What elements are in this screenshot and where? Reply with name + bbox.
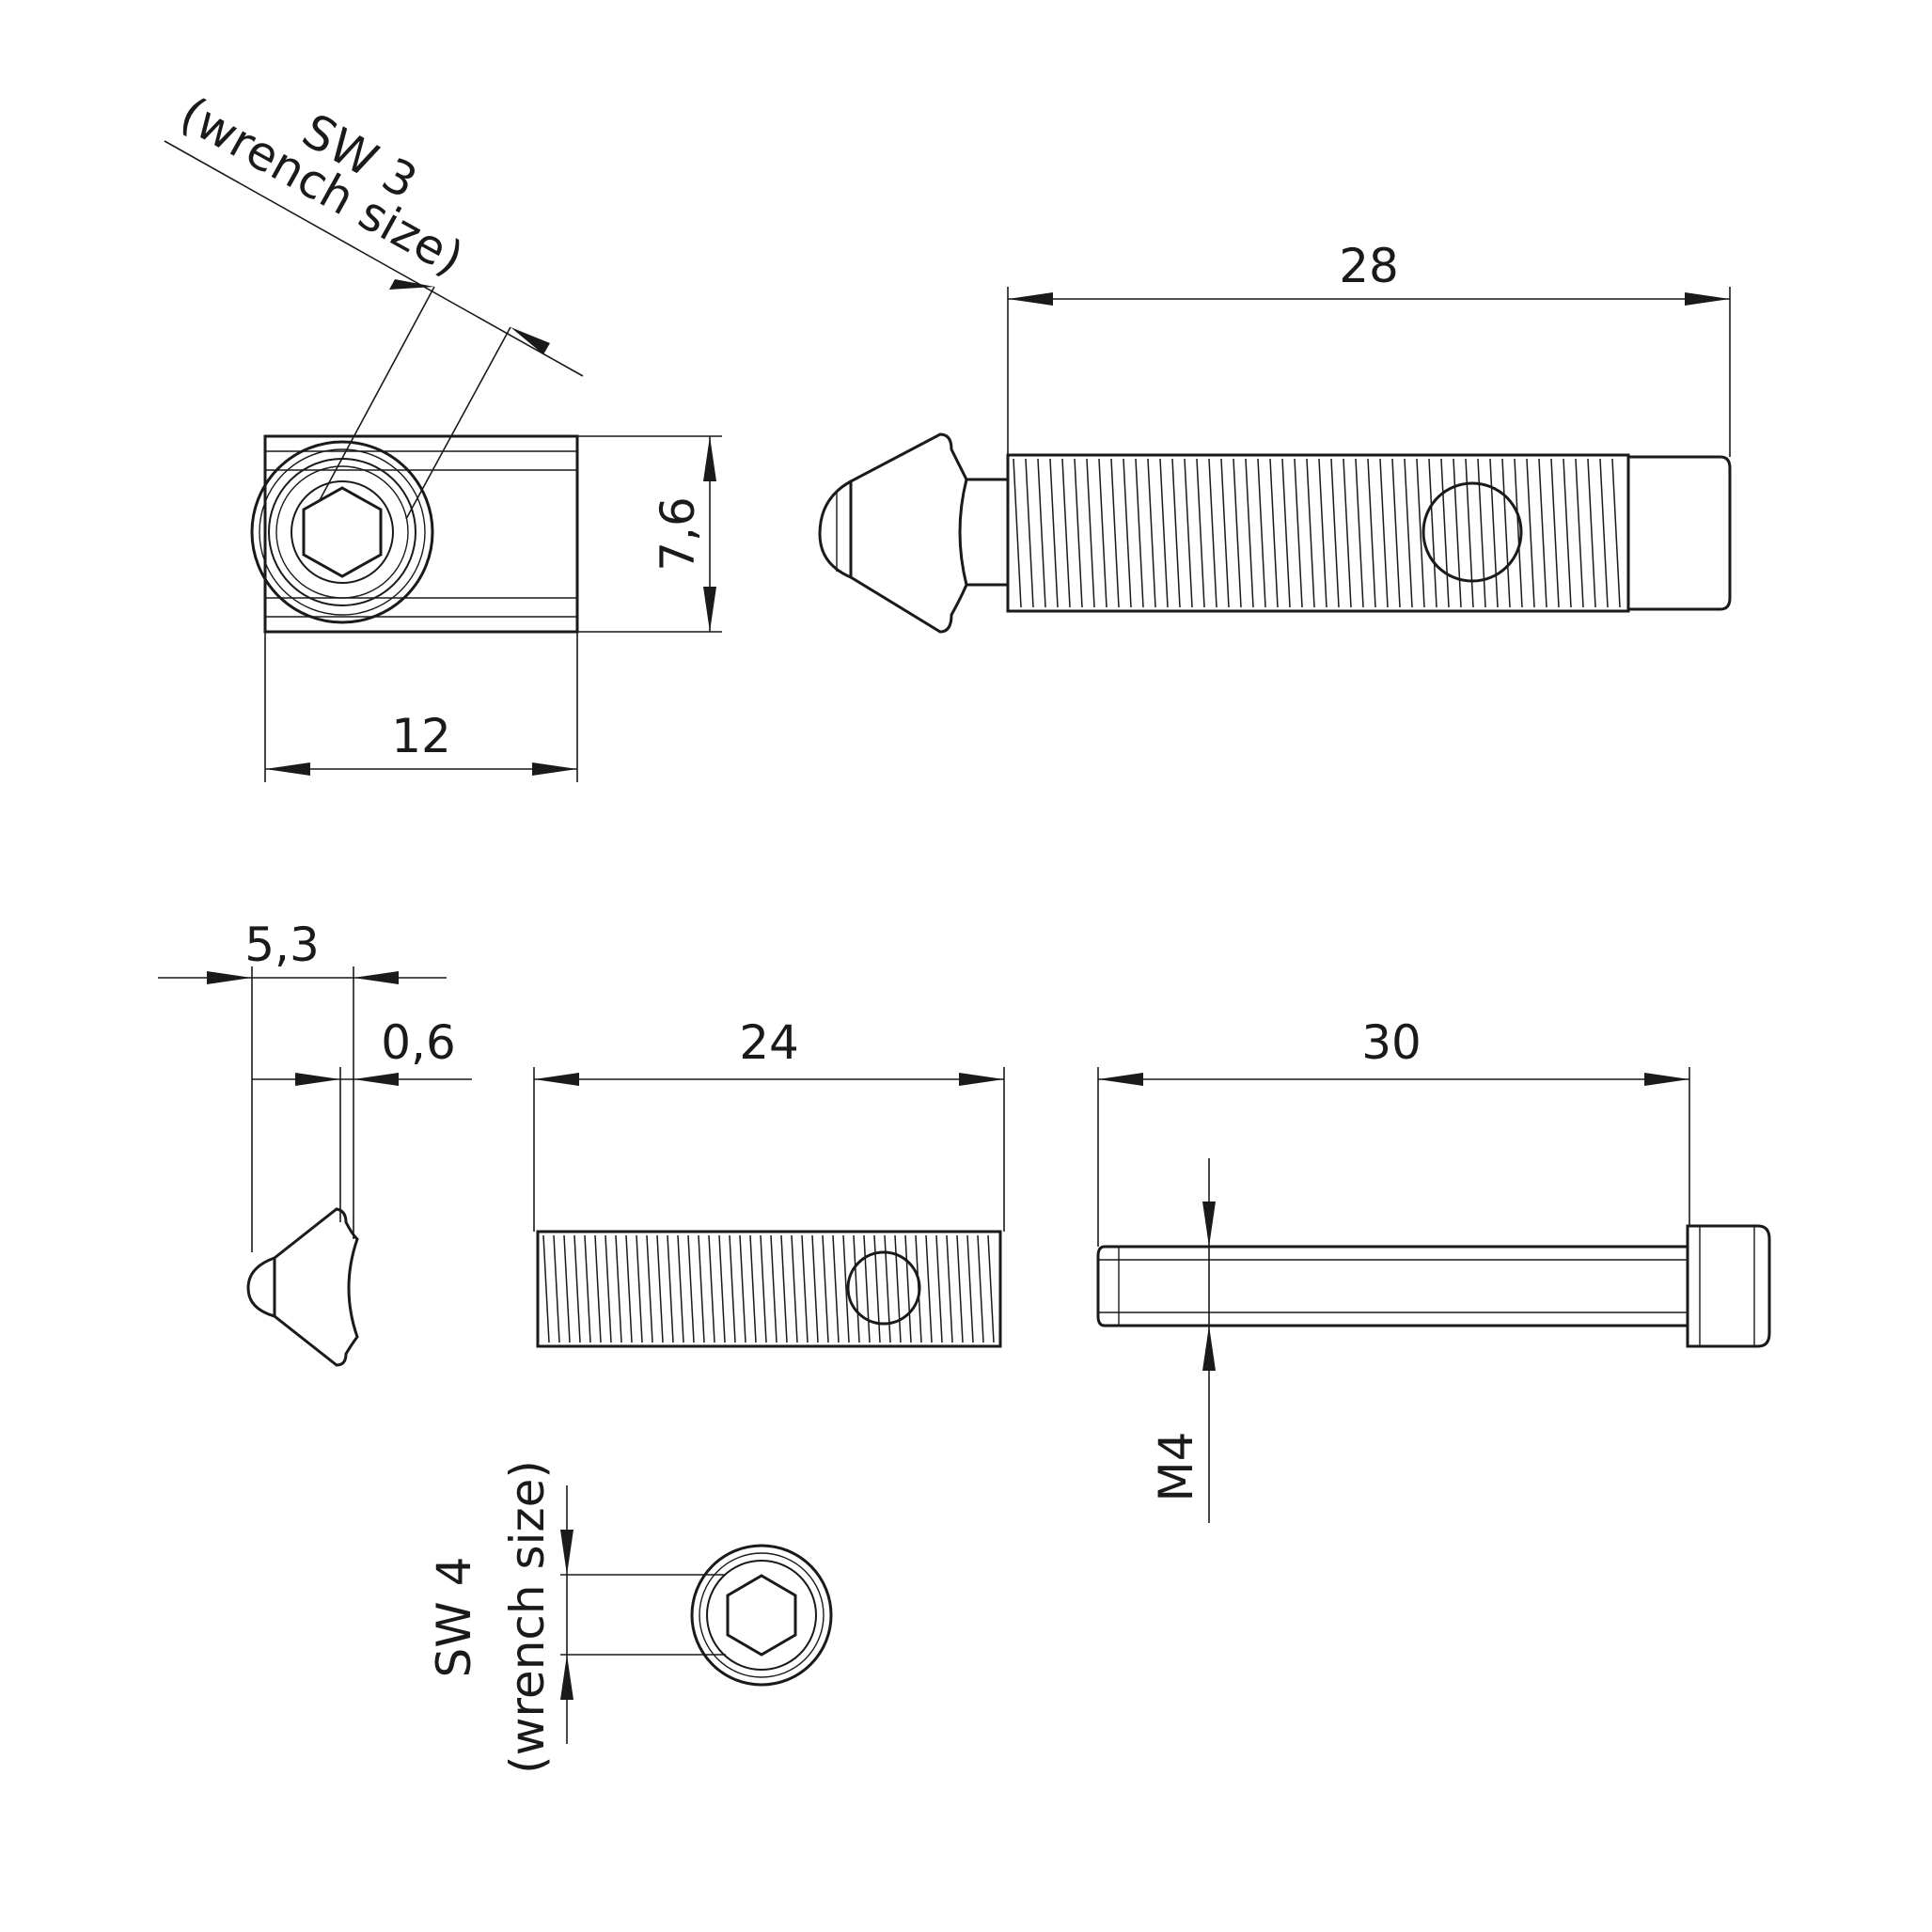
dim-28: [1007, 287, 1731, 457]
dim-28-label: 28: [1339, 239, 1399, 293]
dim-5-3-label: 5,3: [244, 918, 320, 972]
dim-7-6-label: 7,6: [651, 496, 705, 572]
hex-socket-sw4: [726, 1574, 797, 1657]
sw4-dimension: [560, 1485, 726, 1744]
dim-24-label: 24: [739, 1015, 799, 1070]
threaded-sleeve-view: [536, 1230, 1002, 1348]
sw4-label: SW 4: [427, 1557, 481, 1678]
dim-0-6-label: 0,6: [381, 1015, 456, 1070]
assembly-side-view: [818, 432, 1732, 634]
dim-12: [264, 632, 578, 782]
socket-screw-view: [1096, 1224, 1771, 1348]
end-view-block: [250, 434, 579, 634]
cone-washer-view: [246, 1207, 359, 1367]
sw4-note: (wrench size): [500, 1460, 555, 1774]
dim-m4: [1202, 1158, 1216, 1523]
dim-30-label: 30: [1361, 1015, 1422, 1070]
dim-5-3: [158, 966, 447, 1252]
dim-7-6: [577, 435, 722, 633]
dim-12-label: 12: [391, 709, 451, 763]
sw3-dimension: [164, 140, 584, 520]
dim-0-6: [252, 1067, 472, 1222]
dim-24: [533, 1067, 1005, 1232]
dim-30: [1097, 1067, 1690, 1247]
hex-socket-sw3: [302, 486, 383, 578]
dim-m4-label: M4: [1149, 1432, 1203, 1502]
hex-nut-end-view: [690, 1544, 833, 1687]
